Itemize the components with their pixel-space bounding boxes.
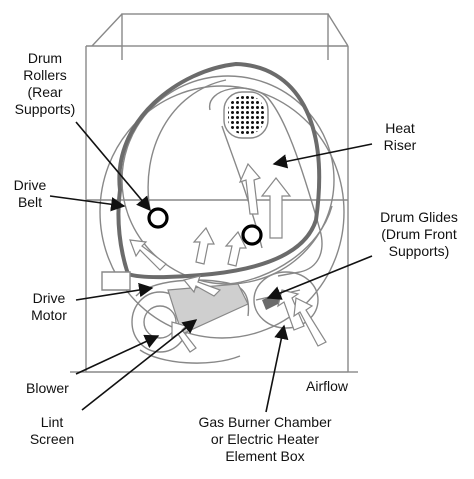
leader-gas-burner (265, 324, 289, 413)
leader-drum-rollers (75, 121, 151, 212)
leader-lines (49, 121, 373, 413)
label-drum-rollers: Drum Rollers (Rear Supports) (14, 50, 76, 117)
cabinet-outline (70, 13, 358, 373)
label-drive-motor: Drive Motor (31, 290, 67, 323)
leader-lint-screen (81, 319, 198, 411)
leader-blower (75, 334, 160, 375)
label-gas-burner: Gas Burner Chamber or Electric Heater El… (198, 414, 332, 464)
leader-drive-motor (75, 282, 154, 301)
label-drum-glides: Drum Glides (Drum Front Supports) (380, 209, 458, 259)
drum-rollers (147, 207, 263, 246)
drum-roller-left (147, 207, 169, 229)
leader-drum-glides (266, 255, 373, 300)
leader-heat-riser (272, 143, 373, 169)
label-heat-riser: Heat Riser (383, 120, 417, 153)
label-lint-screen: Lint Screen (29, 414, 75, 447)
leader-drive-belt (49, 195, 126, 212)
label-airflow: Airflow (306, 378, 349, 394)
label-drive-belt: Drive Belt (13, 177, 47, 210)
label-blower: Blower (26, 380, 69, 396)
airflow-arrows (129, 162, 327, 353)
drum (99, 75, 345, 339)
drum-roller-right (241, 224, 263, 246)
heat-riser-duct (209, 87, 323, 277)
